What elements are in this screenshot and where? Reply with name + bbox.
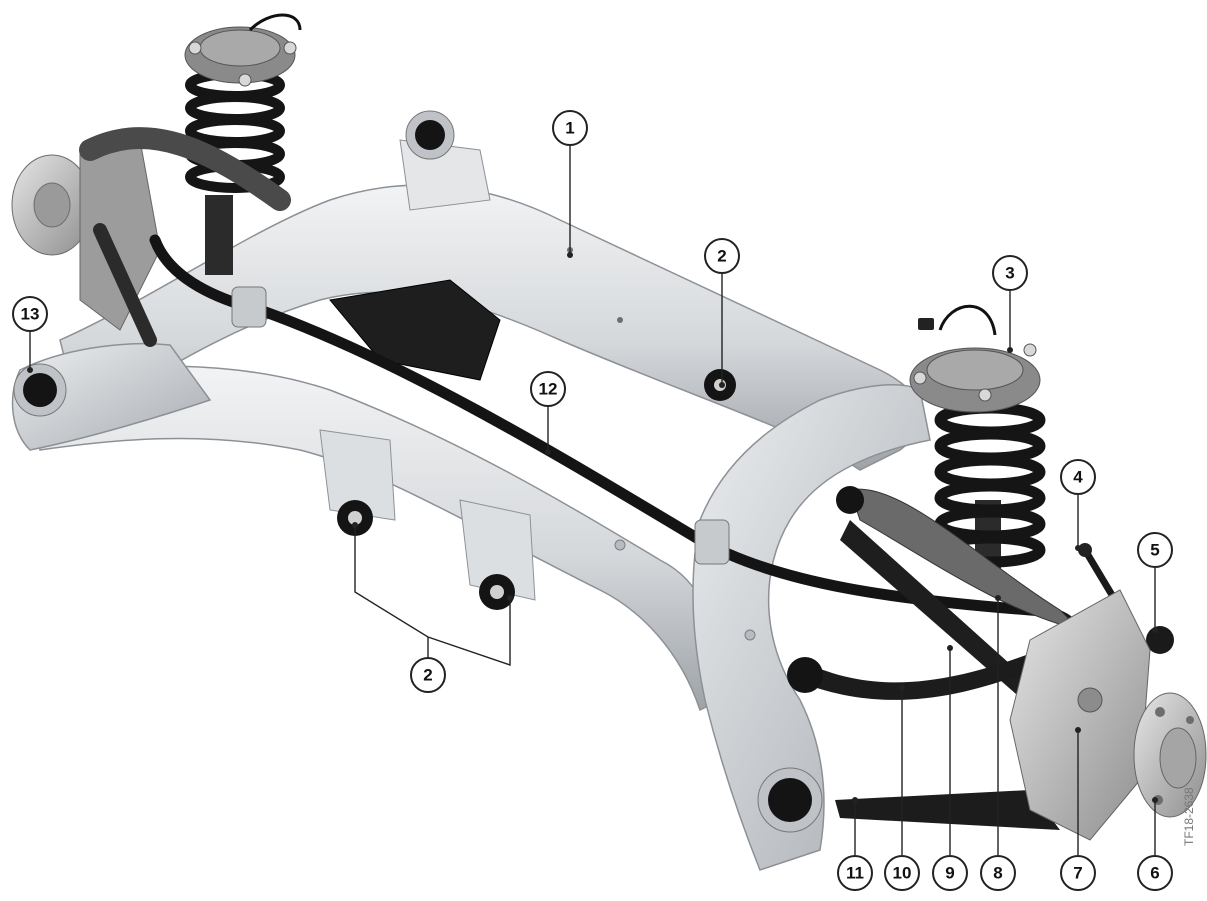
callout-7: 7 [1060, 855, 1096, 891]
left-wheel-carrier [11, 127, 291, 347]
callout-2-lower-label: 2 [423, 666, 432, 685]
right-wheel-carrier [1009, 589, 1151, 841]
callout-2-upper-label: 2 [717, 247, 726, 266]
callout-12-label: 12 [539, 380, 558, 399]
callout-6-label: 6 [1150, 864, 1159, 883]
callout-1: 1 [552, 110, 588, 146]
right-spring-strut [909, 304, 1046, 580]
stabilizer-clamp-right [694, 519, 730, 565]
callout-9-label: 9 [945, 864, 954, 883]
callout-11-label: 11 [846, 864, 864, 883]
callout-5-label: 5 [1150, 541, 1159, 560]
callout-4: 4 [1060, 459, 1096, 495]
stabilizer-clamp-left [231, 286, 267, 328]
callout-5: 5 [1137, 532, 1173, 568]
callout-4-label: 4 [1073, 468, 1083, 487]
callout-12: 12 [530, 371, 566, 407]
callout-7-label: 7 [1073, 864, 1082, 883]
callout-11: 11 [837, 855, 873, 891]
callout-10: 10 [884, 855, 920, 891]
callout-8-label: 8 [993, 864, 1002, 883]
wheel-hub [1133, 692, 1207, 818]
callout-9: 9 [932, 855, 968, 891]
callout-3-label: 3 [1005, 264, 1014, 283]
subframe [11, 139, 931, 871]
callout-8: 8 [980, 855, 1016, 891]
document-id: TF18-2638 [1182, 787, 1196, 846]
callout-13-label: 13 [21, 305, 40, 324]
callout-2-upper: 2 [704, 238, 740, 274]
callout-2-lower: 2 [410, 657, 446, 693]
leader-lines [27, 146, 1158, 855]
callout-13: 13 [12, 296, 48, 332]
callout-1-label: 1 [565, 119, 574, 138]
differential-bracket [329, 279, 501, 381]
subframe-mount-bushings [13, 110, 823, 833]
callout-3: 3 [992, 255, 1028, 291]
callout-6: 6 [1137, 855, 1173, 891]
callout-10-label: 10 [893, 864, 912, 883]
